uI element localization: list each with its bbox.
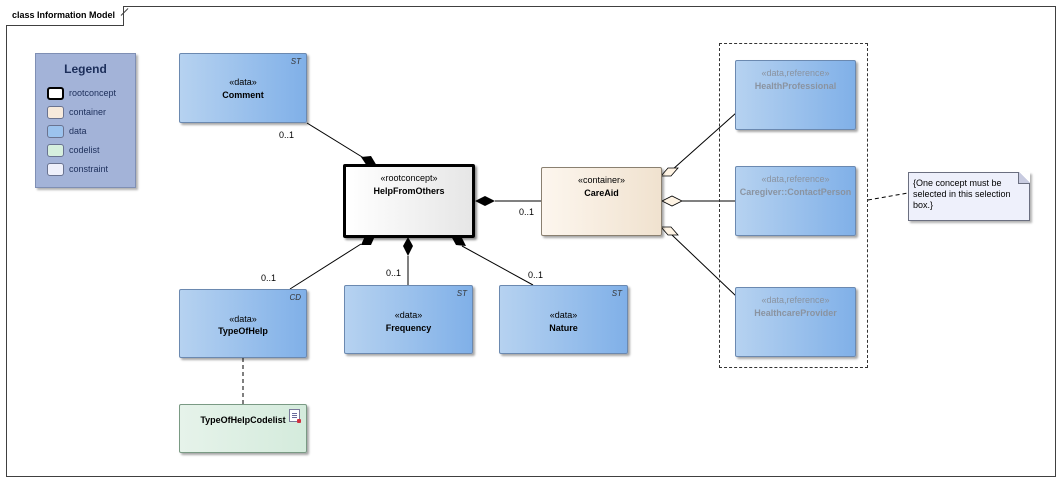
legend-title: Legend <box>64 62 107 76</box>
stereotype: «data» <box>394 310 423 320</box>
type-tag: ST <box>611 289 622 298</box>
diamond-careaid <box>475 196 495 206</box>
diamond-hp <box>660 167 679 177</box>
stereotype: «data,reference» <box>761 68 830 78</box>
multiplicity-frequency: 0..1 <box>386 268 402 278</box>
stereotype: «rootconcept» <box>380 173 438 183</box>
link-note <box>867 192 909 201</box>
stereotype: «data,reference» <box>761 174 830 184</box>
stereotype: «data» <box>549 310 578 320</box>
class-typeofhelpcodelist[interactable]: TypeOfHelpCodelist <box>179 404 307 453</box>
diamond-hcp <box>660 226 679 236</box>
diamond-frequency <box>403 237 413 256</box>
note-fold-corner <box>1018 172 1030 184</box>
multiplicity-nature: 0..1 <box>528 270 544 280</box>
link-typeofhelp <box>289 243 362 290</box>
legend-swatch-container <box>47 106 64 119</box>
link-hcp <box>671 234 737 297</box>
codelist-icon <box>289 409 301 423</box>
class-nature[interactable]: ST «data» Nature <box>499 285 628 354</box>
class-comment[interactable]: ST «data» Comment <box>179 53 307 123</box>
legend-label: container <box>69 107 107 117</box>
class-name: TypeOfHelpCodelist <box>200 415 286 425</box>
class-name: CareAid <box>584 188 619 198</box>
multiplicity-typeofhelp: 0..1 <box>261 273 277 283</box>
link-comment <box>306 122 368 161</box>
legend-label: constraint <box>69 164 109 174</box>
note-text: {One concept must be selected in this se… <box>913 178 1011 210</box>
class-name: Frequency <box>385 323 432 333</box>
selection-box[interactable] <box>719 43 868 368</box>
class-helpfromothers[interactable]: «rootconcept» HelpFromOthers <box>343 164 475 238</box>
legend-label: codelist <box>69 145 100 155</box>
class-typeofhelp[interactable]: CD «data» TypeOfHelp <box>179 289 307 358</box>
legend-swatch-rootconcept <box>47 87 64 100</box>
diamond-nature <box>451 236 466 246</box>
class-name: HealthProfessional <box>754 81 837 91</box>
class-name: Nature <box>549 323 578 333</box>
legend-swatch-data <box>47 125 64 138</box>
diamond-typeofhelp <box>361 236 375 245</box>
class-healthprofessional[interactable]: «data,reference» HealthProfessional <box>735 60 856 130</box>
multiplicity-careaid: 0..1 <box>519 207 535 217</box>
class-name: TypeOfHelp <box>218 326 268 336</box>
stereotype: «container» <box>577 175 626 185</box>
class-name: HelpFromOthers <box>373 186 445 196</box>
diagram-frame-title: class Information Model <box>6 6 125 26</box>
class-contactperson[interactable]: «data,reference» Caregiver::ContactPerso… <box>735 166 856 236</box>
legend-swatch-codelist <box>47 144 64 157</box>
legend[interactable]: Legend rootconcept container data codeli… <box>35 53 136 188</box>
stereotype: «data» <box>229 77 257 87</box>
link-hp <box>671 112 737 171</box>
diagram-frame <box>6 6 1056 477</box>
stereotype: «data,reference» <box>761 295 830 305</box>
multiplicity-comment: 0..1 <box>279 130 295 140</box>
class-frequency[interactable]: ST «data» Frequency <box>344 285 473 354</box>
diamond-comment <box>361 156 377 166</box>
type-tag: ST <box>290 57 301 66</box>
constraint-note[interactable]: {One concept must be selected in this se… <box>908 172 1030 221</box>
class-name: HealthcareProvider <box>754 308 837 318</box>
stereotype: «data» <box>229 314 257 324</box>
class-careaid[interactable]: «container» CareAid <box>541 167 662 236</box>
class-name: Comment <box>222 90 264 100</box>
legend-swatch-constraint <box>47 163 64 176</box>
class-healthcareprovider[interactable]: «data,reference» HealthcareProvider <box>735 287 856 357</box>
class-name: Caregiver::ContactPerson <box>739 187 852 197</box>
diamond-cp <box>661 195 683 207</box>
type-tag: CD <box>289 293 301 302</box>
link-nature <box>461 245 534 286</box>
legend-label: data <box>69 126 87 136</box>
type-tag: ST <box>456 289 467 298</box>
legend-label: rootconcept <box>69 88 117 98</box>
